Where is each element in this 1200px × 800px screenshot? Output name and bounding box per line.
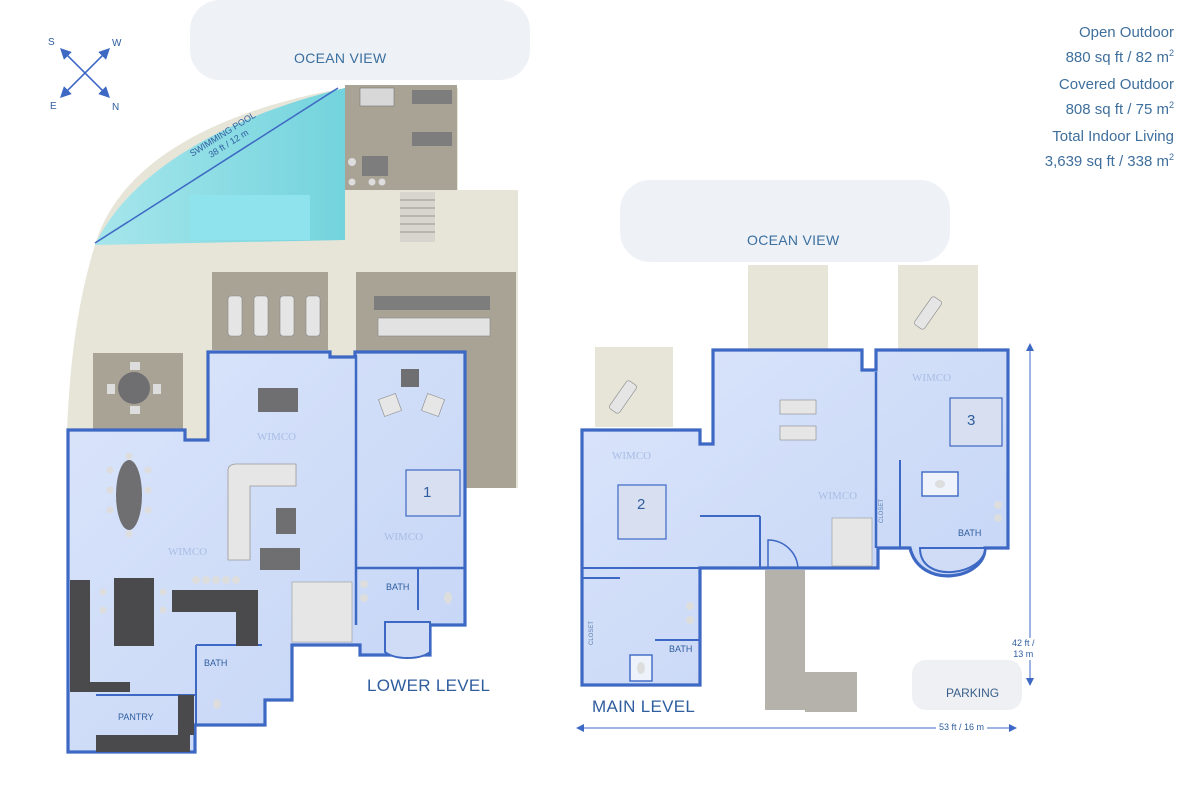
closet-bed3-label: CLOSET bbox=[879, 498, 886, 524]
area-stats: Open Outdoor 880 sq ft / 82 m2 Covered O… bbox=[1045, 22, 1174, 178]
open-outdoor-block: Open Outdoor 880 sq ft / 82 m2 bbox=[1045, 22, 1174, 68]
room-1-number: 1 bbox=[423, 484, 432, 501]
open-outdoor-value: 880 sq ft / 82 m bbox=[1065, 49, 1169, 66]
compass-n: N bbox=[112, 102, 120, 113]
main-level-floor bbox=[580, 348, 1010, 687]
ocean-view-lower: OCEAN VIEW bbox=[294, 50, 387, 66]
compass-w: W bbox=[112, 38, 122, 49]
bath-bed3-label: BATH bbox=[958, 528, 982, 538]
main-level-title: MAIN LEVEL bbox=[592, 697, 696, 716]
closet-main-label: CLOSET bbox=[589, 620, 596, 646]
main-level-decks bbox=[595, 265, 978, 712]
watermark-4: WIMCO bbox=[612, 450, 651, 462]
indoor-living-value-row: 3,639 sq ft / 338 m2 bbox=[1045, 147, 1174, 172]
watermark-5: WIMCO bbox=[818, 490, 857, 502]
covered-outdoor-block: Covered Outdoor 808 sq ft / 75 m2 bbox=[1045, 74, 1174, 120]
compass-rose bbox=[60, 48, 110, 98]
room-2-number: 2 bbox=[637, 496, 646, 513]
indoor-living-title: Total Indoor Living bbox=[1052, 128, 1174, 145]
open-outdoor-value-row: 880 sq ft / 82 m2 bbox=[1045, 43, 1174, 68]
height-dimension-label: 42 ft / 13 m bbox=[1012, 638, 1035, 660]
lower-level-title: LOWER LEVEL bbox=[367, 676, 491, 695]
indoor-living-value: 3,639 sq ft / 338 m bbox=[1044, 153, 1169, 170]
cloud-backdrops bbox=[190, 0, 1022, 710]
compass-e: E bbox=[50, 101, 57, 112]
covered-outdoor-value: 808 sq ft / 75 m bbox=[1065, 101, 1169, 118]
watermark-2: WIMCO bbox=[168, 546, 207, 558]
bath-lower-label: BATH bbox=[386, 582, 410, 592]
watermark-1: WIMCO bbox=[257, 431, 296, 443]
watermark-6: WIMCO bbox=[912, 372, 951, 384]
wimco-watermarks: WIMCO WIMCO WIMCO WIMCO WIMCO WIMCO bbox=[168, 372, 951, 558]
room-3-number: 3 bbox=[967, 412, 976, 429]
bath-pantry-label: BATH bbox=[204, 658, 228, 668]
watermark-3: WIMCO bbox=[384, 531, 423, 543]
deck-furniture bbox=[107, 87, 491, 414]
height-dim-line1: 42 ft / bbox=[1012, 638, 1035, 648]
main-level-fixtures bbox=[617, 397, 1003, 682]
indoor-living-block: Total Indoor Living 3,639 sq ft / 338 m2 bbox=[1045, 126, 1174, 172]
swimming-pool bbox=[94, 87, 345, 245]
ocean-view-main: OCEAN VIEW bbox=[747, 232, 840, 248]
parking-label: PARKING bbox=[946, 686, 1000, 700]
covered-outdoor-title: Covered Outdoor bbox=[1058, 76, 1174, 93]
lower-level-fixtures bbox=[70, 369, 461, 752]
open-outdoor-title: Open Outdoor bbox=[1078, 24, 1174, 41]
unit-exponent: 2 bbox=[1168, 100, 1174, 110]
pantry-label: PANTRY bbox=[118, 712, 154, 722]
unit-exponent: 2 bbox=[1168, 152, 1174, 162]
unit-exponent: 2 bbox=[1168, 48, 1174, 58]
width-dimension-label: 53 ft / 16 m bbox=[936, 722, 988, 732]
covered-outdoor-value-row: 808 sq ft / 75 m2 bbox=[1045, 95, 1174, 120]
compass-s: S bbox=[48, 37, 55, 48]
bath-main-label: BATH bbox=[669, 644, 693, 654]
height-dim-line2: 13 m bbox=[1013, 649, 1034, 659]
